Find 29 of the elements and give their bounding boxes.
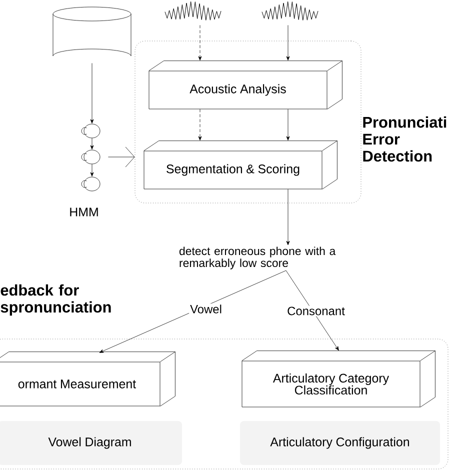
arrow (198, 25, 202, 60)
edge-label: Consonant (286, 306, 346, 316)
arrow (198, 109, 202, 140)
block-box: Segmentation & Scoring (144, 140, 338, 190)
state-circle (81, 150, 100, 164)
arrow (286, 25, 290, 60)
block-box: ormant Measurement (0, 352, 176, 406)
arrow (286, 109, 290, 140)
arrow (286, 189, 290, 246)
database-cylinder (52, 6, 132, 56)
node-label: Pronunciati Error Detection (363, 116, 446, 162)
output-box: Articulatory Configuration (240, 421, 440, 465)
waveform-drawing (262, 1, 318, 20)
state-circle (81, 124, 100, 138)
note-text: detect erroneous phone with a remarkably low score (179, 246, 336, 270)
output-box: Vowel Diagram (0, 421, 182, 465)
arrow (286, 270, 339, 351)
arrow (99, 270, 286, 353)
arrow (108, 146, 135, 168)
caption-text: HMM (70, 208, 98, 216)
arrow (90, 63, 94, 124)
block-box: Articulatory Category Classification (242, 350, 436, 408)
arrow (90, 164, 94, 176)
block-box: Acoustic Analysis (148, 60, 342, 110)
waveform-drawing (164, 1, 222, 20)
state-circle (81, 176, 100, 192)
node-label: edback for spronunciation (0, 284, 111, 316)
arrow (90, 138, 94, 150)
edge-label: Vowel (189, 304, 223, 314)
